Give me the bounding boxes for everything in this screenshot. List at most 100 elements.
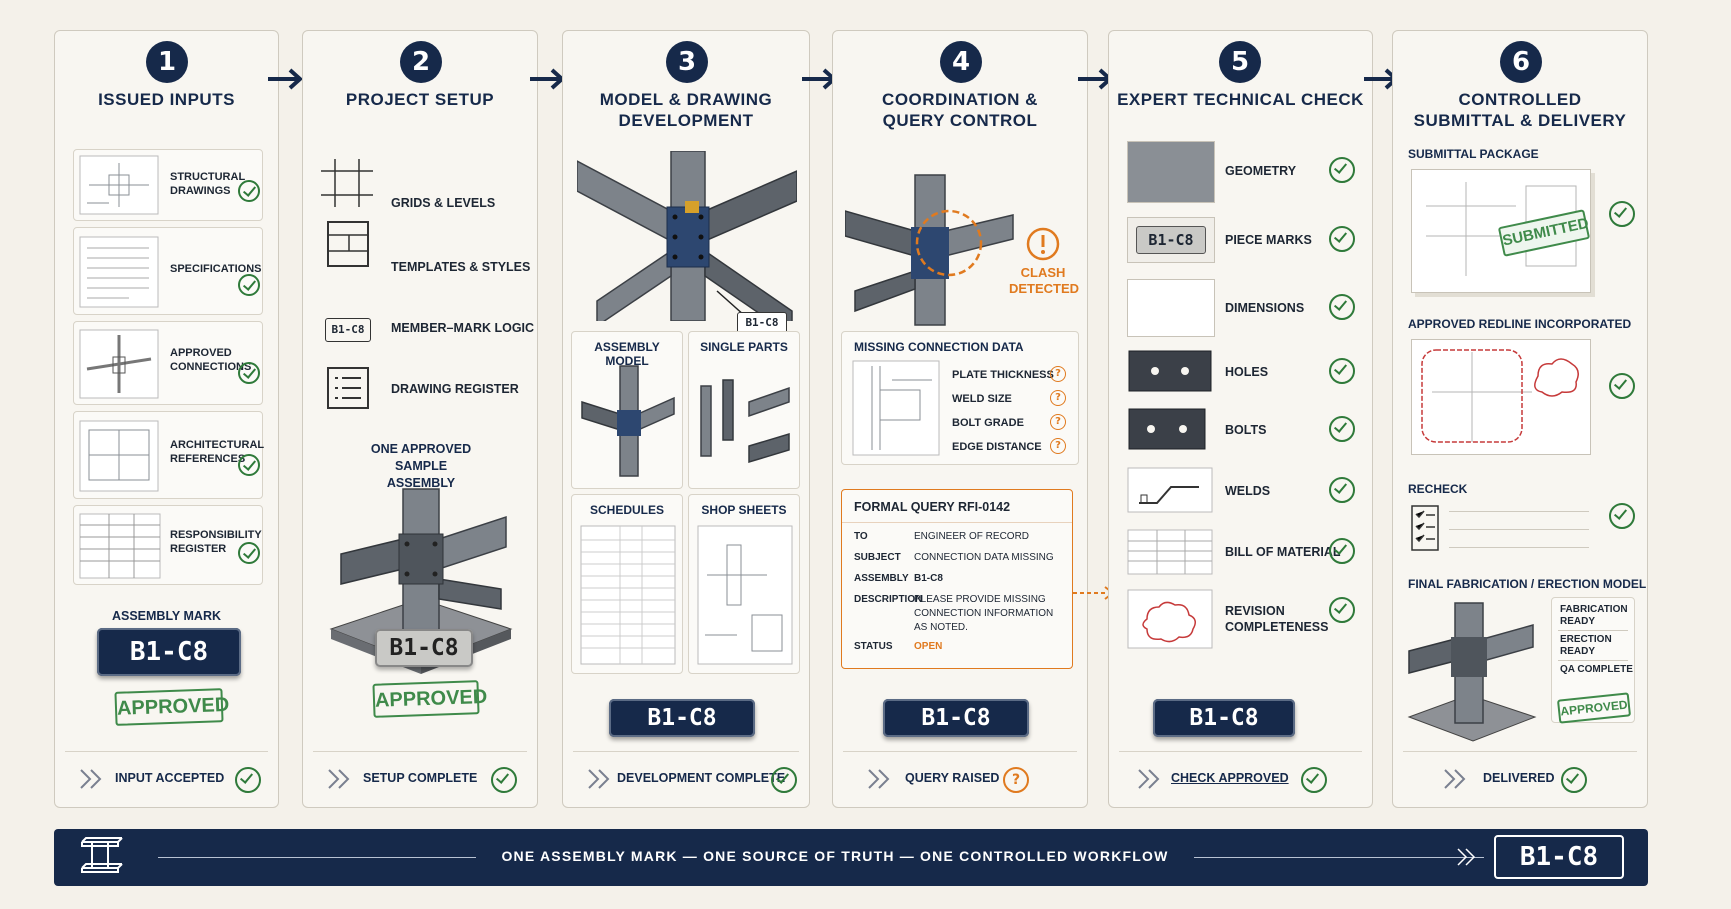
input-card-specifications[interactable]: SPECIFICATIONS (73, 227, 263, 315)
revision-cloud-icon (1127, 589, 1213, 649)
schedule-table-icon (580, 525, 676, 665)
check-thumb-piece-marks: B1-C8 (1127, 217, 1215, 263)
assembly-mark-plate: B1-C8 (609, 699, 755, 737)
formal-query-card[interactable]: FORMAL QUERY RFI-0142 TO ENGINEER OF REC… (841, 489, 1073, 669)
drawing-thumbnail-icon (79, 155, 159, 215)
column-title: MODEL & DRAWING DEVELOPMENT (599, 90, 773, 130)
submittal-sheet[interactable]: SUBMITTED (1411, 169, 1591, 293)
column-title: EXPERT TECHNICAL CHECK (1117, 90, 1364, 109)
double-arrow-icon (1457, 848, 1476, 866)
column-title: ISSUED INPUTS (98, 90, 235, 109)
final-status-item: ERECTION READY (1560, 634, 1612, 657)
missing-item: WELD SIZE (952, 393, 1012, 405)
document-thumbnail-icon (79, 236, 159, 308)
step-number-5: 5 (1219, 41, 1261, 83)
list-icon (327, 367, 369, 409)
grid-icon (321, 159, 373, 207)
tile-label: SCHEDULES (589, 503, 664, 517)
chevron-icon (588, 769, 610, 789)
setup-item-label: DRAWING REGISTER (391, 382, 519, 396)
single-parts-icon (700, 379, 790, 464)
step-number-2: 2 (400, 41, 442, 83)
check-item-label: GEOMETRY (1225, 164, 1297, 178)
input-card-responsibility[interactable]: RESPONSIBILITY REGISTER (73, 505, 263, 585)
column-footer: CHECK APPROVED (1119, 751, 1362, 798)
tile-label: SINGLE PARTS (700, 340, 788, 354)
approved-stamp: APPROVED (372, 680, 488, 718)
check-icon (238, 274, 260, 296)
dev-tile-assembly-model[interactable]: ASSEMBLY MODEL (571, 331, 683, 489)
dev-tile-shop-sheets[interactable]: SHOP SHEETS (688, 494, 800, 674)
column-footer: QUERY RAISED ? (843, 751, 1077, 798)
chevron-icon (1138, 769, 1160, 789)
assembly-mark-label: ASSEMBLY MARK (111, 609, 222, 623)
column-footer: INPUT ACCEPTED (65, 751, 268, 798)
missing-item: EDGE DISTANCE (952, 441, 1042, 453)
assembly-model-icon (581, 365, 675, 477)
shop-sheet-icon (697, 525, 793, 665)
setup-item-label: GRIDS & LEVELS (391, 196, 496, 210)
arrow-right-icon (268, 68, 303, 90)
column-footer: SETUP COMPLETE (313, 751, 527, 798)
check-icon (1329, 538, 1355, 564)
setup-item-label: TEMPLATES & STYLES (391, 260, 531, 274)
column-title: COORDINATION & QUERY CONTROL (882, 90, 1038, 130)
check-icon (1329, 477, 1355, 503)
query-status: OPEN (914, 641, 943, 652)
final-status-item: FABRICATION READY (1560, 604, 1628, 627)
step-number-4: 4 (940, 41, 982, 83)
tile-label: ASSEMBLY MODEL (594, 340, 660, 368)
check-item-label: WELDS (1225, 484, 1271, 498)
question-icon: ? (1050, 414, 1066, 430)
check-item-label: BOLTS (1225, 423, 1267, 437)
assembly-mark-plate: B1-C8 (375, 629, 473, 667)
missing-title: MISSING CONNECTION DATA (854, 340, 1024, 354)
register-table-icon (79, 513, 161, 579)
connection-sketch-icon (79, 329, 159, 399)
input-card-connections[interactable]: APPROVED CONNECTIONS (73, 321, 263, 405)
approved-stamp: APPROVED (1556, 692, 1632, 724)
input-label: RESPONSIBILITY REGISTER (170, 529, 262, 555)
input-label: APPROVED CONNECTIONS (170, 347, 252, 373)
column-footer: DELIVERED (1403, 751, 1637, 798)
missing-connection-card[interactable]: MISSING CONNECTION DATA PLATE THICKNESS … (841, 331, 1079, 465)
dev-tile-schedules[interactable]: SCHEDULES (571, 494, 683, 674)
redline-label: APPROVED REDLINE INCORPORATED (1408, 317, 1632, 331)
footer-status: QUERY RAISED (905, 771, 1000, 785)
check-icon (238, 454, 260, 476)
recheck-label: RECHECK (1408, 482, 1468, 496)
workflow-banner: ONE ASSEMBLY MARK — ONE SOURCE OF TRUTH … (54, 829, 1648, 886)
final-status-item: QA COMPLETE (1560, 664, 1633, 675)
bom-table-icon (1127, 529, 1213, 575)
column-footer: DEVELOPMENT COMPLETE (573, 751, 799, 798)
question-icon: ? (1003, 767, 1029, 793)
submittal-package-label: SUBMITTAL PACKAGE (1408, 147, 1539, 161)
check-icon (1301, 767, 1327, 793)
check-icon (238, 180, 260, 202)
check-icon (1329, 157, 1355, 183)
assembly-mark-plate: B1-C8 (1153, 699, 1295, 737)
piece-mark-tag: B1-C8 (1136, 226, 1206, 254)
query-value: CONNECTION DATA MISSING (914, 552, 1054, 563)
redline-sheet[interactable] (1411, 339, 1591, 455)
check-icon (771, 767, 797, 793)
footer-status: DEVELOPMENT COMPLETE (617, 771, 786, 785)
check-icon (1609, 373, 1635, 399)
step-number-6: 6 (1500, 41, 1542, 83)
assembly-mark-plate: B1-C8 (883, 699, 1029, 737)
check-item-label: BILL OF MATERIAL (1225, 545, 1341, 559)
query-key: ASSEMBLY (854, 573, 909, 584)
dev-tile-single-parts[interactable]: SINGLE PARTS (688, 331, 800, 489)
check-icon (491, 767, 517, 793)
banner-text: ONE ASSEMBLY MARK — ONE SOURCE OF TRUTH … (501, 848, 1169, 864)
final-model-label: FINAL FABRICATION / ERECTION MODEL (1408, 577, 1647, 591)
check-icon (1329, 226, 1355, 252)
check-icon (238, 542, 260, 564)
checklist-icon (1411, 505, 1439, 551)
input-card-structural[interactable]: STRUCTURAL DRAWINGS (73, 149, 263, 221)
check-thumb-dimensions (1127, 279, 1215, 337)
input-card-architectural[interactable]: ARCHITECTURAL REFERENCES (73, 411, 264, 499)
query-key: TO (854, 531, 868, 542)
question-icon: ? (1050, 366, 1066, 382)
step-number-1: 1 (146, 41, 188, 83)
